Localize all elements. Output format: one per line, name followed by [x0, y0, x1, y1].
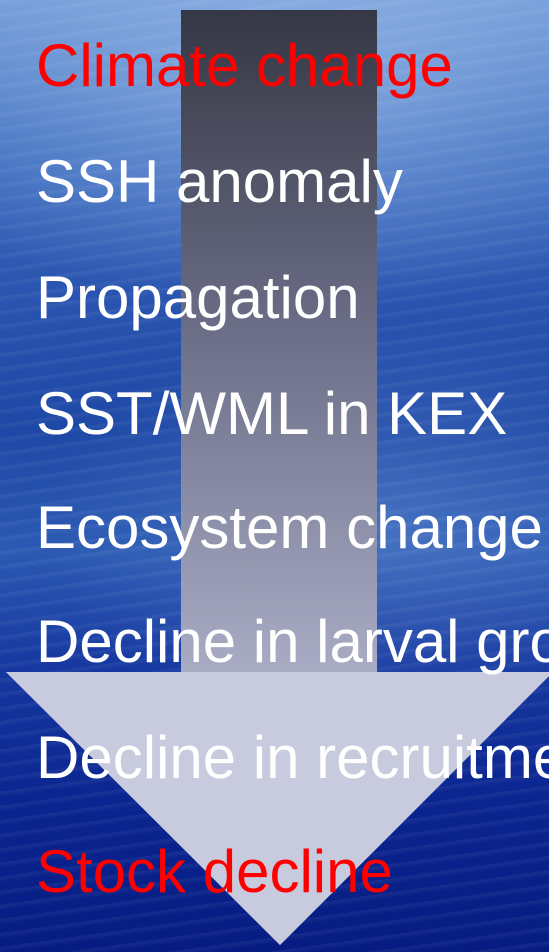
step-propagation: Propagation — [36, 264, 360, 331]
step-sst-wml-in-kex: SST/WML in KEX — [36, 380, 508, 447]
step-decline-in-larval-growth: Decline in larval growth — [36, 608, 549, 675]
step-stock-decline: Stock decline — [36, 838, 393, 905]
down-arrow-head — [6, 672, 549, 945]
step-ecosystem-change: Ecosystem change — [36, 494, 543, 561]
step-decline-in-recruitment: Decline in recruitment — [36, 724, 549, 791]
step-ssh-anomaly: SSH anomaly — [36, 148, 403, 215]
step-climate-change: Climate change — [36, 32, 453, 99]
